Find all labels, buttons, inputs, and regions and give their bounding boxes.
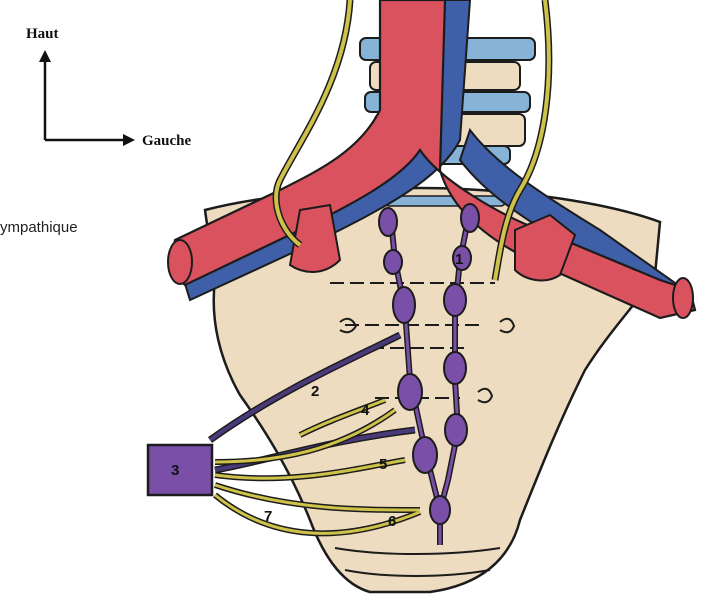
marker-6: 6 (388, 513, 396, 530)
target-box (148, 445, 212, 495)
marker-5: 5 (379, 456, 387, 473)
left-label: Gauche (142, 133, 192, 149)
orientation-indicator: Haut Gauche (26, 26, 192, 149)
marker-1: 1 (455, 251, 463, 268)
marker-2: 2 (311, 383, 319, 400)
side-caption: ympathique (0, 219, 78, 236)
marker-4: 4 (361, 402, 370, 419)
up-label: Haut (26, 26, 59, 42)
marker-7: 7 (264, 508, 272, 525)
marker-3: 3 (171, 462, 179, 479)
